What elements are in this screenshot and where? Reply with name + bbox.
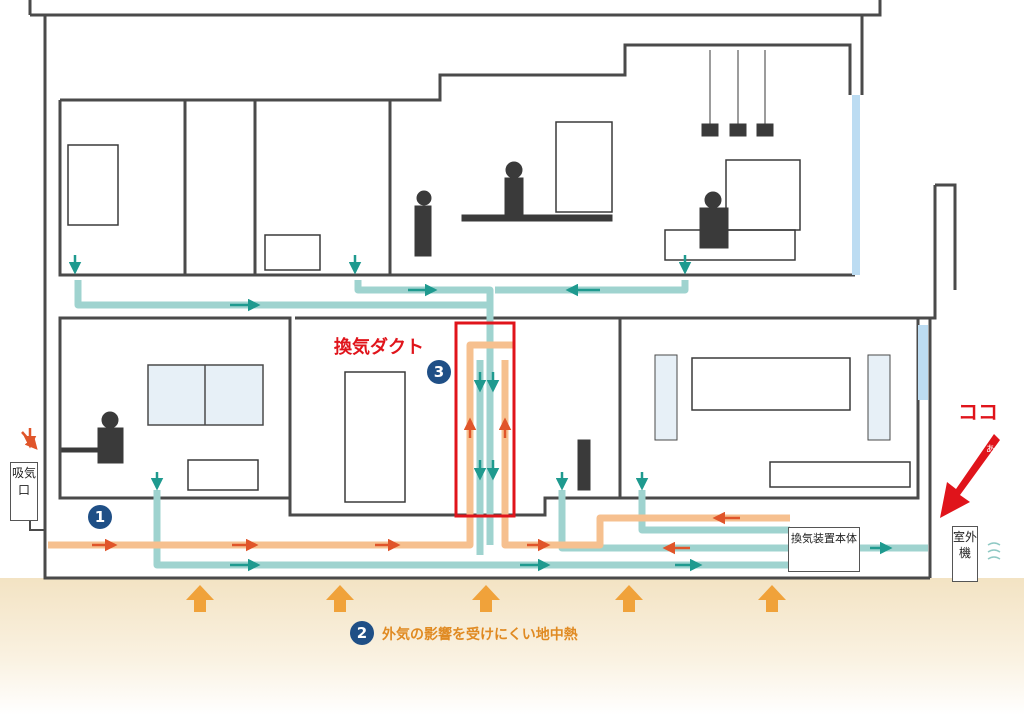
window-upper-right (852, 95, 860, 275)
cool-arrows (68, 255, 893, 572)
ground-heat-arrows (186, 585, 786, 612)
outdoor-unit-label: 室外機 (952, 526, 978, 582)
warm-ducts (48, 341, 790, 549)
small-mark: あ (986, 445, 996, 455)
warm-arrows (21, 417, 740, 555)
intake-label: 吸気口 (10, 462, 38, 521)
ground (0, 578, 1024, 715)
geothermal-caption: 外気の影響を受けにくい地中熱 (382, 627, 578, 643)
red-callout-arrow (940, 434, 1000, 518)
window-lower-mid (654, 354, 678, 441)
badge-1: 1 (88, 505, 112, 529)
badge-2: 2 (350, 621, 374, 645)
duct-highlight-box (454, 321, 516, 518)
duct-callout-label: 換気ダクト (334, 337, 424, 358)
badge-3: 3 (427, 360, 451, 384)
ventilation-unit-label: 換気装置本体 (788, 527, 860, 572)
house-structure (28, 0, 957, 580)
exhaust-waves (987, 542, 1001, 560)
window-lower-right (918, 325, 928, 400)
furniture (61, 50, 911, 503)
window-lower-right2 (867, 354, 891, 441)
koko-label: ココ (958, 400, 998, 424)
